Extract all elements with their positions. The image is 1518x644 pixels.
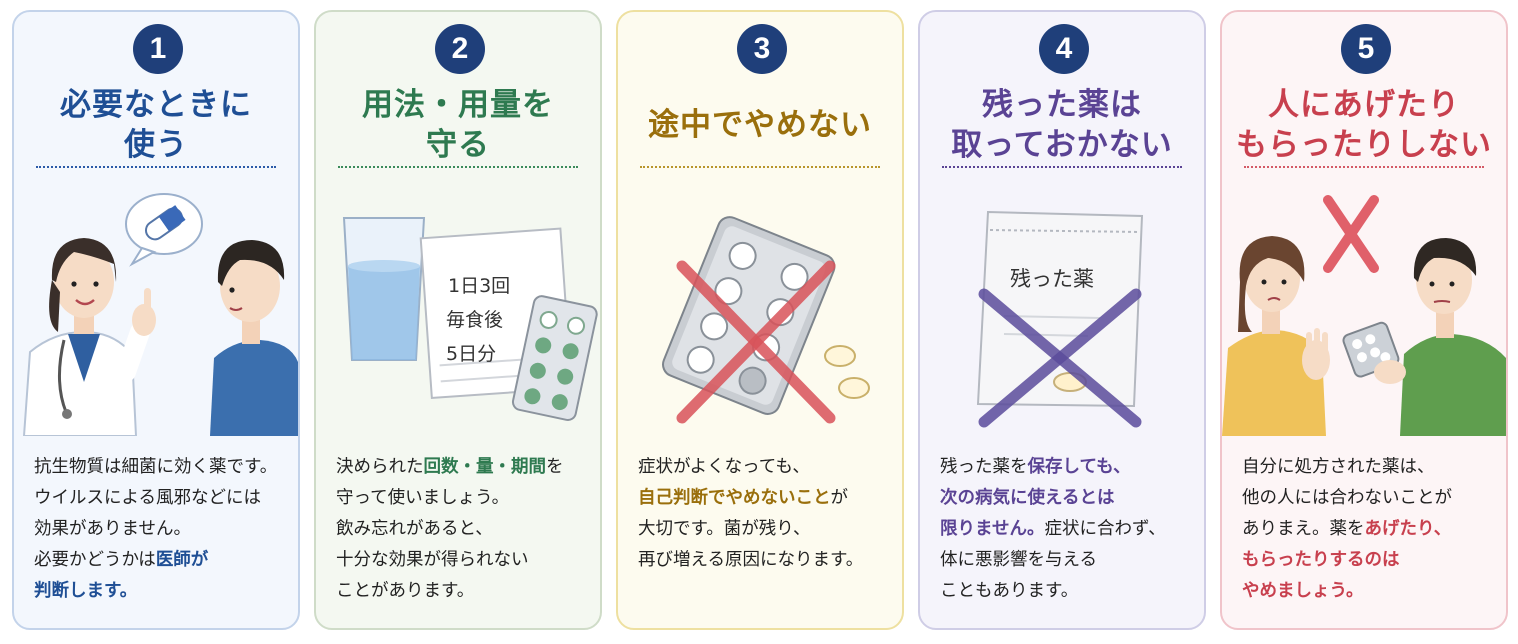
card-description: 決められた回数・量・期間を 守って使いましょう。 飲み忘れがあると、 十分な効果… <box>336 452 590 607</box>
bag-label: 残った薬 <box>1010 267 1094 291</box>
dosage-illustration: 1日3回 毎食後 5日分 <box>316 182 600 436</box>
desc-text: 決められた <box>336 457 424 477</box>
desc-text: を 守って使いましょう。 飲み忘れがあると、 十分な効果が得られない ことがあり… <box>336 457 564 601</box>
card-title: 用法・用量を 守る <box>362 87 554 163</box>
dotted-divider <box>36 166 276 168</box>
step-number-badge: 3 <box>737 24 787 74</box>
desc-text: 残った薬を <box>940 457 1028 477</box>
dotted-divider <box>942 166 1182 168</box>
card-1-use-when-needed: 1 必要なときに 使う <box>12 10 300 630</box>
desc-text: ウイルスによる風邪などには 効果がありません。 必要かどうかは <box>34 488 261 570</box>
desc-text: 自分に処方された薬は、 他の人には合わないことが ありまえ。薬を <box>1242 457 1452 539</box>
card-description: 残った薬を保存しても、 次の病気に使えるとは 限りません。症状に合わず、 体に悪… <box>940 452 1194 607</box>
card-title: 人にあげたり もらったりしない <box>1236 87 1492 163</box>
step-number-badge: 4 <box>1039 24 1089 74</box>
doctor-patient-illustration <box>14 182 298 436</box>
leftover-medicine-illustration: 残った薬 <box>920 182 1204 436</box>
dotted-divider <box>338 166 578 168</box>
card-5-do-not-share: 5 人にあげたり もらったりしない <box>1220 10 1508 630</box>
card-3-do-not-stop: 3 途中でやめない <box>616 10 904 630</box>
card-title: 残った薬は 取っておかない <box>951 87 1173 163</box>
water-glass-calendar-pills-icon: 1日3回 毎食後 5日分 <box>342 217 598 421</box>
desc-text: が 大切です。菌が残り、 再び増える原因になります。 <box>638 488 864 570</box>
calendar-line-2: 毎食後 <box>446 309 503 331</box>
sharing-medicine-illustration <box>1222 182 1506 436</box>
card-title: 途中でやめない <box>648 107 872 143</box>
card-2-follow-dosage: 2 用法・用量を 守る 1日3回 毎食後 5日分 <box>314 10 602 630</box>
calendar-line-3: 5日分 <box>446 343 496 365</box>
dotted-divider <box>640 166 880 168</box>
step-number-badge: 2 <box>435 24 485 74</box>
desc-highlight: 保存しても、 次の病気に使えるとは 限りません。 <box>940 457 1131 539</box>
desc-highlight: 医師が 判断します。 <box>34 550 209 601</box>
card-description: 抗生物質は細菌に効く薬です。 ウイルスによる風邪などには 効果がありません。 必… <box>34 452 288 607</box>
stopped-pills-illustration <box>618 182 902 436</box>
desc-text: 症状がよくなっても、 <box>638 457 810 477</box>
dotted-divider <box>1244 166 1484 168</box>
step-number-badge: 1 <box>133 24 183 74</box>
card-4-do-not-keep-leftovers: 4 残った薬は 取っておかない 残った薬 残った薬を保存しても、 次の病気に使え… <box>918 10 1206 630</box>
calendar-line-1: 1日3回 <box>448 275 510 297</box>
doctor-explaining-icon <box>22 193 298 436</box>
step-number-badge: 5 <box>1341 24 1391 74</box>
desc-text: 症状に合わず、 体に悪影響を与える こともあります。 <box>940 519 1166 601</box>
blister-pack-crossed-icon <box>662 216 870 424</box>
desc-text: 抗生物質は細菌に効く薬です。 <box>34 457 278 477</box>
card-description: 自分に処方された薬は、 他の人には合わないことが ありまえ。薬をあげたり、 もら… <box>1242 452 1496 607</box>
card-description: 症状がよくなっても、 自己判断でやめないことが 大切です。菌が残り、 再び増える… <box>638 452 892 576</box>
desc-highlight: あげたり、 もらったりするのは やめましょう。 <box>1242 519 1452 601</box>
desc-highlight: 回数・量・期間 <box>423 457 547 477</box>
card-title: 必要なときに 使う <box>60 87 252 163</box>
medicine-bag-crossed-icon: 残った薬 <box>976 210 1144 428</box>
people-sharing-pills-icon <box>1222 195 1506 436</box>
desc-highlight: 自己判断でやめないこと <box>638 488 831 508</box>
